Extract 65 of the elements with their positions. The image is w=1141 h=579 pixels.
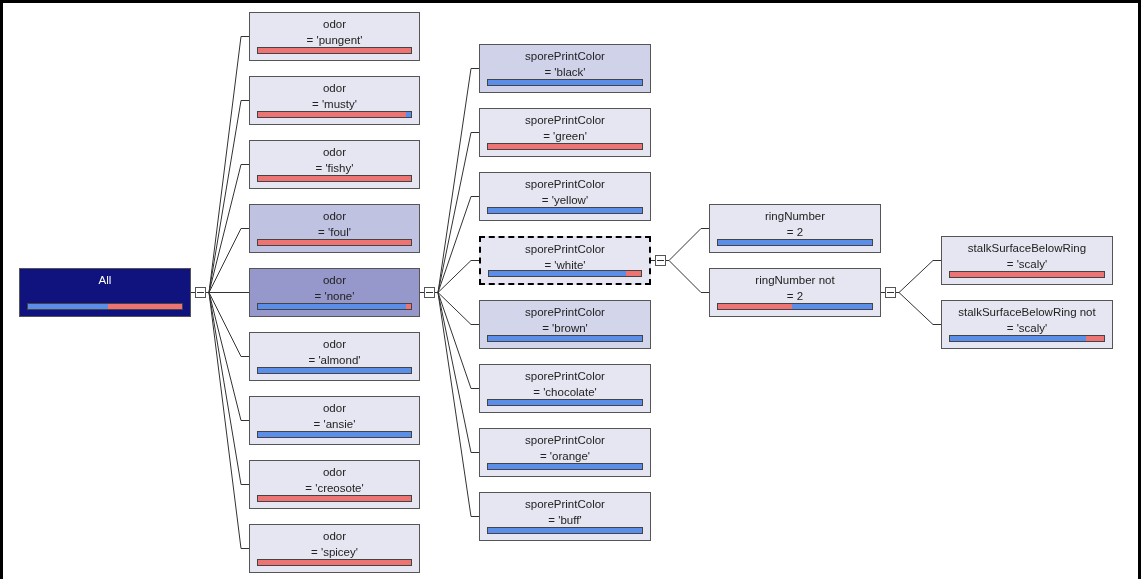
node-label: stalkSurfaceBelowRing not: [958, 305, 1096, 320]
tree-node-box: [479, 108, 651, 157]
node-label: sporePrintColor: [525, 49, 605, 64]
node-label: = 'scaly': [1006, 257, 1048, 272]
node-label: = 'green': [543, 129, 587, 144]
node-label: sporePrintColor: [525, 497, 605, 512]
node-label: odor: [322, 273, 346, 288]
node-label: odor: [323, 529, 346, 544]
tree-node-box: [941, 236, 1113, 285]
node-label: = 'ansie': [313, 417, 356, 432]
tree-node-box: [479, 300, 651, 349]
node-label: sporePrintColor: [525, 305, 605, 320]
tree-node-box: [479, 364, 651, 413]
node-label: = 2: [786, 289, 804, 304]
node-label: stalkSurfaceBelowRing: [967, 241, 1087, 256]
node-label: = 'fishy': [315, 161, 354, 176]
tree-node-box: [709, 204, 881, 253]
tree-node-box: [479, 44, 651, 93]
node-label: = 'foul': [318, 225, 351, 240]
node-label: = 'white': [544, 258, 586, 273]
node-label: odor: [323, 17, 346, 32]
node-label: = 'creosote': [305, 481, 364, 496]
node-label: sporePrintColor: [525, 242, 605, 257]
node-label: ringNumber: [764, 209, 826, 224]
node-label: odor: [322, 81, 346, 96]
tree-node-box: [479, 492, 651, 541]
node-label: odor: [323, 337, 346, 352]
node-label: ringNumber not: [755, 273, 835, 288]
tree-node-box: [709, 268, 881, 317]
tree-node-box: [249, 460, 420, 509]
node-label: = 2: [786, 225, 804, 240]
tree-node-box: [249, 12, 420, 61]
node-label: = 'black': [544, 65, 586, 80]
node-label: = 'musty': [312, 97, 357, 112]
node-label: sporePrintColor: [525, 369, 605, 384]
node-label: = 'none': [314, 289, 355, 304]
node-label: = 'chocolate': [533, 385, 597, 400]
tree-node-box: [249, 524, 420, 573]
node-label: odor: [322, 145, 346, 160]
tree-node-box: [249, 268, 420, 317]
tree-node-box: [249, 76, 420, 125]
node-label: odor: [322, 401, 346, 416]
tree-node-box: [479, 236, 651, 285]
node-label: = 'buff': [548, 513, 582, 528]
node-label: sporePrintColor: [525, 177, 605, 192]
node-label: odor: [322, 465, 346, 480]
tree-node-box: [249, 332, 420, 381]
tree-node-box: [249, 140, 420, 189]
node-label: = 'spicey': [311, 545, 358, 560]
tree-node-box: [249, 204, 420, 253]
node-label: sporePrintColor: [525, 433, 605, 448]
node-label: = 'brown': [542, 321, 588, 336]
tree-node-box: [941, 300, 1113, 349]
tree-node-box: [19, 268, 191, 317]
node-label: = 'orange': [539, 449, 591, 464]
node-label: = 'yellow': [541, 193, 589, 208]
node-label: odor: [323, 209, 346, 224]
node-label: sporePrintColor: [525, 113, 605, 128]
node-label: = 'scaly': [1006, 321, 1048, 336]
tree-node-box: [479, 172, 651, 221]
node-label: = 'almond': [308, 353, 361, 368]
tree-node-box: [479, 428, 651, 477]
node-label: All: [98, 273, 112, 288]
node-label: = 'pungent': [306, 33, 363, 48]
tree-node-box: [249, 396, 420, 445]
